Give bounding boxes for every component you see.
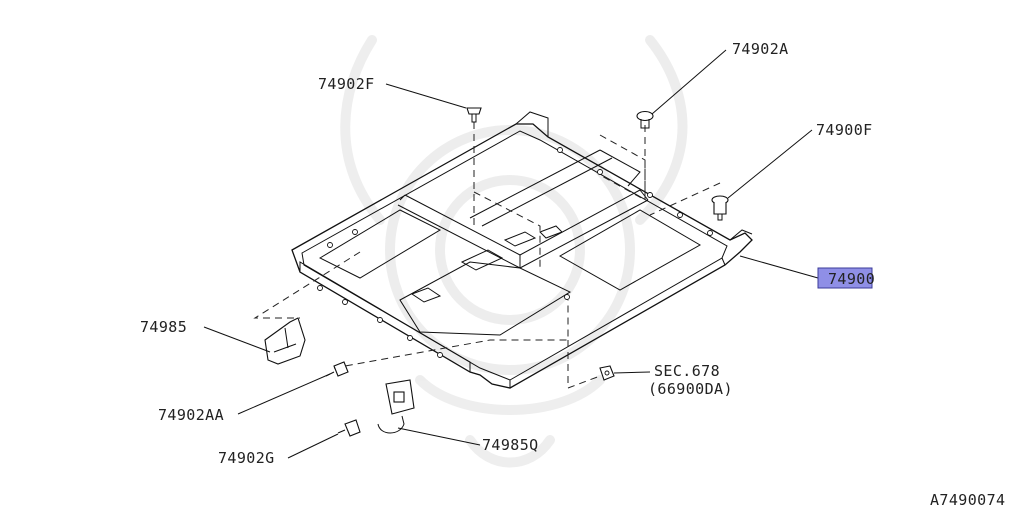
label-74985: 74985 [140, 318, 187, 336]
label-74900[interactable]: 74900 [828, 270, 875, 288]
clip-74902A[interactable] [636, 110, 654, 129]
label-74902A: 74902A [732, 40, 789, 58]
assembly-dashed-lines [253, 122, 721, 389]
watermark-emblem [340, 35, 688, 468]
label-74985Q: 74985Q [482, 436, 539, 454]
hook-74985Q[interactable] [377, 379, 415, 434]
leader-lines [203, 49, 819, 459]
highlight-74900 [817, 267, 873, 289]
clip-74902G[interactable] [337, 419, 361, 437]
figure-code: A7490074 [930, 491, 1005, 509]
grommet-74900F[interactable] [711, 195, 729, 221]
floor-panel-74900[interactable] [291, 111, 753, 389]
label-74902G: 74902G [218, 449, 275, 467]
clip-74902F[interactable] [466, 107, 482, 123]
label-74902F: 74902F [318, 75, 375, 93]
label-74900F: 74900F [816, 121, 873, 139]
label-74902AA: 74902AA [158, 406, 224, 424]
label-66900DA: (66900DA) [648, 380, 733, 398]
bracket-74985[interactable] [264, 317, 306, 365]
label-sec678: SEC.678 [654, 362, 720, 380]
nut-sec678[interactable] [599, 365, 615, 381]
